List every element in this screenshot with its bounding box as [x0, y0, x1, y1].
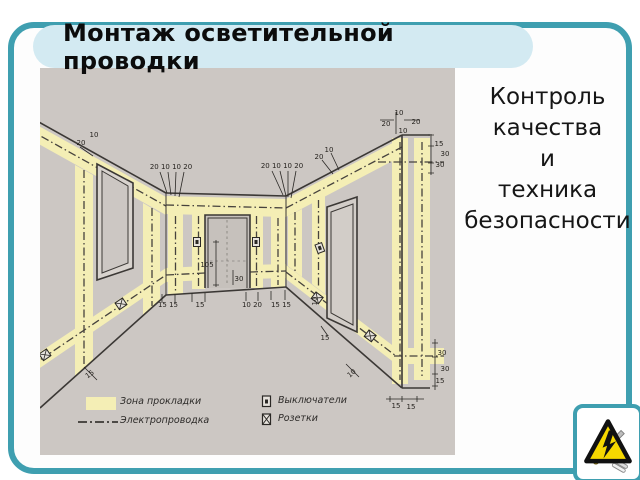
wiring-diagram-panel: 20 10 20 10 10 20 20 10 10 20 20 10 10 2… [40, 68, 455, 455]
side-text-block: Контроль качества и техника безопасности [455, 82, 640, 237]
side-text-line: Контроль [489, 84, 606, 110]
dim-label: 10 [346, 368, 358, 380]
socket-box [363, 329, 377, 343]
dim-label: 15 [84, 369, 96, 381]
dim-label: 15 [436, 377, 445, 385]
dim-label: 30 [441, 150, 450, 158]
switch-box [314, 241, 326, 255]
dim-label: 10 [325, 146, 334, 154]
dim-label: 20 [315, 153, 324, 161]
dim-label: 20 [77, 139, 86, 147]
socket-box [310, 291, 324, 305]
switch-box [193, 237, 201, 247]
side-text-line: и [540, 146, 555, 172]
electrical-safety-logo-box [573, 404, 640, 480]
dim-label: 15 [321, 334, 330, 342]
side-text-line: безопасности [464, 208, 631, 234]
dim-label: 20 [412, 118, 421, 126]
dim-label: 10 [399, 127, 408, 135]
dim-label: 105 [200, 261, 213, 269]
dim-label: 15 15 [271, 301, 291, 309]
dim-label: 30 [438, 349, 447, 357]
socket-box [114, 297, 128, 311]
side-text-line: техника [497, 177, 598, 203]
electrical-warning-icon [584, 418, 632, 473]
room-wiring-diagram: 20 10 20 10 10 20 20 10 10 20 20 10 10 2… [40, 68, 455, 455]
title-banner: Монтаж осветительной проводки [33, 19, 533, 75]
dim-label: 30 [436, 161, 445, 169]
dim-label: 30 [441, 365, 450, 373]
dim-label: 20 10 10 20 [150, 163, 192, 171]
dim-label: 10 [311, 297, 319, 306]
dim-label: 10 20 [242, 301, 262, 309]
dim-label: 15 15 [158, 301, 178, 309]
dim-label: 15 [392, 402, 401, 410]
side-text-line: качества [492, 115, 603, 141]
switch-box [252, 237, 260, 247]
dim-label: 30 [235, 275, 244, 283]
dim-label: 15 [196, 301, 205, 309]
dim-label: 15 [435, 140, 444, 148]
dim-label: 20 10 10 20 [261, 162, 303, 170]
socket-box [40, 348, 52, 362]
page-title: Монтаж осветительной проводки [63, 18, 395, 75]
dim-label: 15 [407, 403, 416, 411]
dim-label: 20 [382, 120, 391, 128]
dim-label: 10 [395, 109, 404, 117]
dim-label: 10 [90, 131, 99, 139]
